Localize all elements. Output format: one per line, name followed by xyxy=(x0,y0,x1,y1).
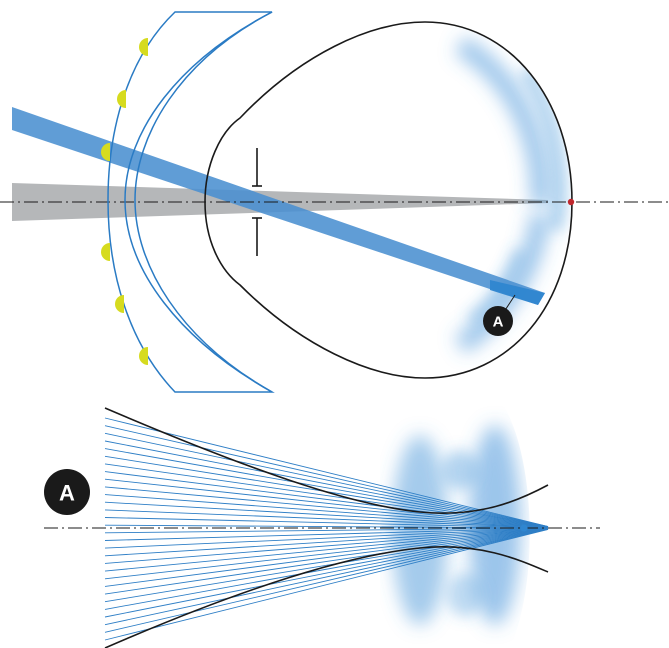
ray-line xyxy=(104,425,549,528)
ray-line xyxy=(104,509,549,529)
focal-point-icon xyxy=(520,524,528,532)
ray-line xyxy=(104,528,549,626)
ray-line xyxy=(104,528,549,618)
ray-line xyxy=(104,528,549,603)
caustic-envelope xyxy=(104,407,549,648)
lenslet-segment-icon xyxy=(139,38,148,56)
inset-detail: A xyxy=(44,407,600,648)
ray-line xyxy=(104,527,549,557)
ray-line xyxy=(104,524,549,529)
fovea-dot-icon xyxy=(567,198,575,206)
ray-line xyxy=(104,501,549,529)
ray-line xyxy=(104,528,549,587)
ray-line xyxy=(104,527,549,564)
ray-line xyxy=(104,528,549,610)
ray-line xyxy=(104,517,549,529)
lenslet-segment-icon xyxy=(139,347,148,365)
lenslet-segment-icon xyxy=(101,243,110,261)
eye-outline xyxy=(204,21,573,379)
iris-stop xyxy=(252,148,262,256)
ray-line xyxy=(104,528,549,633)
retinal-blur xyxy=(454,36,567,354)
ray-line xyxy=(104,528,549,595)
eye-diagram: A xyxy=(0,11,669,393)
ray-line xyxy=(104,440,549,528)
ray-line xyxy=(104,528,549,580)
off-axis-beam-tip xyxy=(490,280,545,305)
ray-line xyxy=(104,478,549,528)
spectacle-lens xyxy=(107,11,275,393)
lenslet-segment-icon xyxy=(101,143,110,161)
ray-line xyxy=(104,527,549,534)
ray-line xyxy=(104,463,549,528)
lenslet-segment-icon xyxy=(117,90,126,108)
ray-line xyxy=(104,528,549,572)
inset-label-badge: A xyxy=(44,469,90,515)
ray-line xyxy=(104,528,549,641)
detail-marker-label: A xyxy=(493,314,504,331)
off-axis-beam xyxy=(12,107,545,305)
ray-line xyxy=(104,527,549,541)
inset-rays xyxy=(104,417,549,641)
ray-line xyxy=(104,417,549,527)
ray-line xyxy=(104,471,549,528)
lenslet-segment-icon xyxy=(115,295,124,313)
ray-line xyxy=(104,486,549,528)
ray-line xyxy=(104,494,549,528)
inset-label: A xyxy=(59,481,75,506)
detail-marker-badge: A xyxy=(483,306,513,336)
ray-line xyxy=(104,527,549,549)
lenslet-segments xyxy=(101,38,148,365)
ray-line xyxy=(104,448,549,528)
